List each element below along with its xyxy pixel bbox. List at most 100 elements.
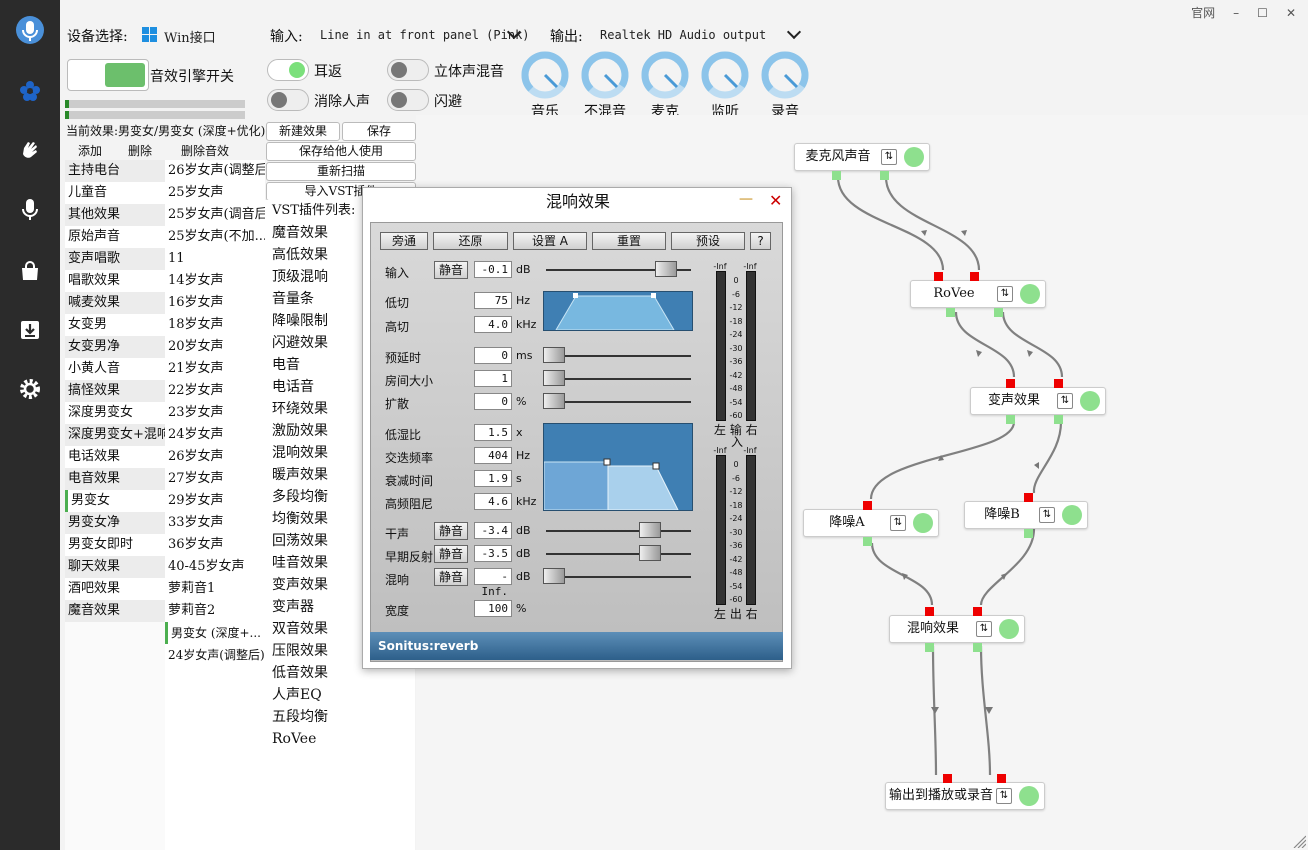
preset-item[interactable]: 18岁女声 <box>165 314 265 336</box>
bypass-button[interactable]: 旁通 <box>380 232 428 250</box>
vst-plugin-item[interactable]: 高低效果 <box>272 247 328 263</box>
diffusion-value[interactable]: 0 <box>474 393 512 410</box>
output-select[interactable]: Realtek HD Audio output <box>600 28 767 42</box>
predelay-value[interactable]: 0 <box>474 347 512 364</box>
category-item[interactable]: 主持电台 <box>65 160 165 182</box>
category-item[interactable]: 唱歌效果 <box>65 270 165 292</box>
preset-item[interactable]: 21岁女声 <box>165 358 265 380</box>
category-item[interactable]: 聊天效果 <box>65 556 165 578</box>
category-item[interactable]: 男变女净 <box>65 512 165 534</box>
node-enable-toggle[interactable] <box>904 147 924 167</box>
node-output-port[interactable] <box>994 308 1003 317</box>
restore-button[interactable]: 还原 <box>433 232 508 250</box>
early-slider[interactable] <box>639 545 661 561</box>
node-enable-toggle[interactable] <box>1020 284 1040 304</box>
preset-item[interactable]: 萝莉音2 <box>165 600 265 622</box>
lowratio-value[interactable]: 1.5 <box>474 424 512 441</box>
delete-sound-link[interactable]: 删除音效 <box>181 144 230 158</box>
mic-app-icon[interactable] <box>14 14 46 46</box>
bag-icon[interactable] <box>14 255 46 287</box>
roomsize-slider[interactable] <box>543 370 565 386</box>
hfdamp-value[interactable]: 4.6 <box>474 493 512 510</box>
vst-plugin-item[interactable]: 电音 <box>272 357 300 373</box>
vst-plugin-item[interactable]: 魔音效果 <box>272 225 328 241</box>
flower-icon[interactable] <box>14 75 46 107</box>
node-enable-toggle[interactable] <box>913 513 933 533</box>
node-output-port[interactable] <box>863 537 872 546</box>
vst-plugin-item[interactable]: 混响效果 <box>272 445 328 461</box>
vst-plugin-item[interactable]: 音量条 <box>272 291 314 307</box>
roomsize-value[interactable]: 1 <box>474 370 512 387</box>
dry-slider[interactable] <box>639 522 661 538</box>
node-input-port[interactable] <box>934 272 943 281</box>
node-output-port[interactable] <box>946 308 955 317</box>
category-item[interactable]: 酒吧效果 <box>65 578 165 600</box>
node-input-port[interactable] <box>973 607 982 616</box>
vst-plugin-item[interactable]: 人声EQ <box>272 687 322 703</box>
vst-plugin-item[interactable]: 双音效果 <box>272 621 328 637</box>
preset-item[interactable]: 36岁女声 <box>165 534 265 556</box>
category-item[interactable]: 男变女 <box>65 490 165 512</box>
category-item[interactable]: 女变男净 <box>65 336 165 358</box>
category-item[interactable]: 魔音效果 <box>65 600 165 622</box>
preset-item[interactable]: 26岁女声 <box>165 446 265 468</box>
chevron-down-icon[interactable] <box>786 24 802 40</box>
preset-item[interactable]: 40-45岁女声 <box>165 556 265 578</box>
category-item[interactable]: 电话效果 <box>65 446 165 468</box>
dialog-minimize-button[interactable]: — <box>739 191 753 207</box>
input-value[interactable]: -0.1 <box>474 261 512 278</box>
vst-plugin-item[interactable]: 闪避效果 <box>272 335 328 351</box>
knob-4[interactable] <box>700 50 750 100</box>
input-select[interactable]: Line in at front panel (Pink) <box>320 28 530 42</box>
dry-value[interactable]: -3.4 <box>474 522 512 539</box>
vst-plugin-item[interactable]: RoVee <box>272 731 317 747</box>
input-mute-button[interactable]: 静音 <box>434 261 468 279</box>
node-output-port[interactable] <box>1024 529 1033 538</box>
vst-plugin-item[interactable]: 变声器 <box>272 599 314 615</box>
diffusion-slider[interactable] <box>543 393 565 409</box>
highcut-value[interactable]: 4.0 <box>474 316 512 333</box>
lowcut-value[interactable]: 75 <box>474 292 512 309</box>
maximize-button[interactable]: ☐ <box>1257 5 1268 20</box>
dry-mute-button[interactable]: 静音 <box>434 522 468 540</box>
node-input-port[interactable] <box>925 607 934 616</box>
node-settings-icon[interactable]: ⇅ <box>996 788 1012 804</box>
decay-graph[interactable] <box>543 423 693 511</box>
preset-select[interactable]: 预设 <box>671 232 745 250</box>
preset-item[interactable]: 24岁女声 <box>165 424 265 446</box>
node-input-port[interactable] <box>863 501 872 510</box>
vst-plugin-item[interactable]: 五段均衡 <box>272 709 328 725</box>
minimize-button[interactable]: – <box>1233 5 1240 20</box>
vst-plugin-item[interactable]: 变声效果 <box>272 577 328 593</box>
category-item[interactable]: 深度男变女 <box>65 402 165 424</box>
vst-plugin-item[interactable]: 电话音 <box>272 379 314 395</box>
node-output-port[interactable] <box>1054 415 1063 424</box>
node-output-port[interactable] <box>925 643 934 652</box>
category-item[interactable]: 电音效果 <box>65 468 165 490</box>
settings-icon[interactable] <box>14 373 46 405</box>
category-item[interactable]: 男变女即时 <box>65 534 165 556</box>
graph-node[interactable]: 输出到播放或录音⇅ <box>885 782 1045 810</box>
node-settings-icon[interactable]: ⇅ <box>1039 507 1055 523</box>
vst-plugin-item[interactable]: 多段均衡 <box>272 489 328 505</box>
preset-item[interactable]: 33岁女声 <box>165 512 265 534</box>
preset-item[interactable]: 25岁女声(不加... <box>165 226 265 248</box>
toggle-stereo-mix[interactable] <box>387 59 429 81</box>
node-output-port[interactable] <box>973 643 982 652</box>
preset-item[interactable]: 22岁女声 <box>165 380 265 402</box>
node-input-port[interactable] <box>997 774 1006 783</box>
category-item[interactable]: 原始声音 <box>65 226 165 248</box>
node-settings-icon[interactable]: ⇅ <box>881 149 897 165</box>
share-button[interactable]: 保存给他人使用 <box>266 142 416 161</box>
node-enable-toggle[interactable] <box>1019 786 1039 806</box>
category-item[interactable]: 儿童音 <box>65 182 165 204</box>
knob-3[interactable] <box>640 50 690 100</box>
toggle-vocal-remove[interactable] <box>267 89 309 111</box>
preset-item[interactable]: 24岁女声(调整后) <box>165 644 265 666</box>
vst-plugin-item[interactable]: 压限效果 <box>272 643 328 659</box>
preset-item[interactable]: 萝莉音1 <box>165 578 265 600</box>
input-slider[interactable] <box>655 261 677 277</box>
width-value[interactable]: 100 <box>474 600 512 617</box>
preset-item[interactable]: 26岁女声(调整后) <box>165 160 265 182</box>
help-button[interactable]: ? <box>750 232 771 250</box>
